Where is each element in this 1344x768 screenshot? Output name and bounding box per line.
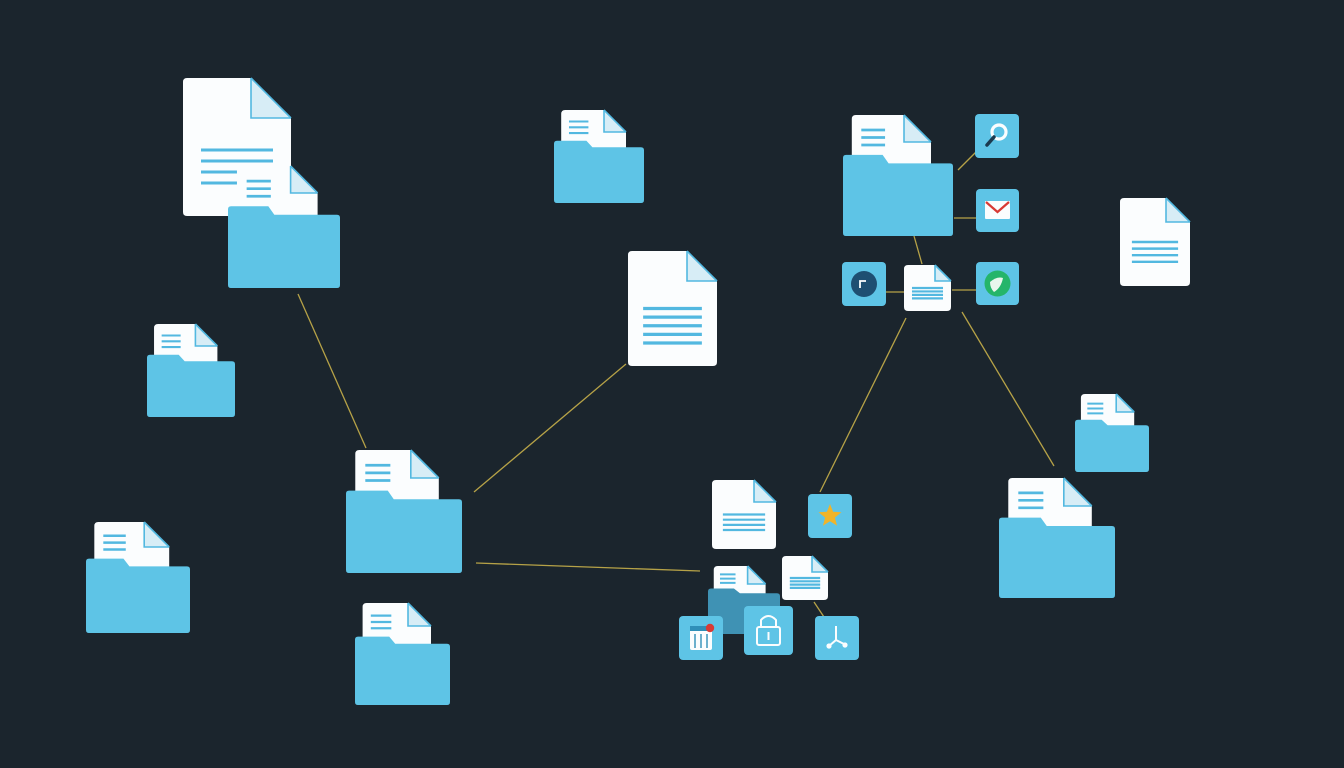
folder-small-right[interactable]	[1075, 393, 1149, 472]
folder-bottom-left[interactable]	[86, 521, 190, 633]
mail-tile[interactable]	[976, 189, 1019, 232]
search-tile[interactable]	[975, 114, 1019, 158]
mail-icon	[985, 201, 1010, 219]
leaf-tile[interactable]	[976, 262, 1019, 305]
lock-tile[interactable]	[744, 606, 793, 655]
leaf-icon	[984, 270, 1011, 297]
document-center[interactable]	[628, 250, 718, 366]
folder-large-right[interactable]	[999, 477, 1115, 598]
document-cluster-small[interactable]	[782, 555, 829, 600]
share-icon	[826, 626, 848, 649]
star-icon	[818, 504, 842, 526]
connector-hub-to-document	[473, 363, 627, 493]
connector-topfolder-to-hubright	[913, 235, 923, 265]
folder-top-right[interactable]	[843, 114, 953, 236]
folder-left-mid[interactable]	[147, 323, 235, 417]
calendar-tile[interactable]	[679, 616, 723, 660]
document-right[interactable]	[1120, 197, 1191, 286]
calendar-icon	[690, 623, 715, 650]
connector-hubright-to-folder	[961, 311, 1055, 467]
document-cluster-bottom[interactable]	[712, 479, 777, 549]
search-icon	[985, 123, 1008, 147]
folder-top-center[interactable]	[554, 109, 644, 203]
folder-stack-front[interactable]	[228, 165, 340, 288]
star-tile[interactable]	[808, 494, 852, 538]
clock-tile[interactable]	[842, 262, 886, 306]
share-tile[interactable]	[815, 616, 859, 660]
document-hub-right[interactable]	[904, 264, 952, 311]
connector-search-to-folder	[957, 151, 977, 171]
connector-hubright-to-star	[819, 317, 907, 493]
folder-hub-center[interactable]	[346, 449, 462, 573]
connector-hub-to-cluster	[475, 562, 701, 572]
lock-icon	[756, 615, 781, 646]
folder-bottom-center[interactable]	[355, 602, 450, 705]
connector-stack-to-hub	[297, 293, 367, 449]
clock-icon	[851, 271, 877, 297]
